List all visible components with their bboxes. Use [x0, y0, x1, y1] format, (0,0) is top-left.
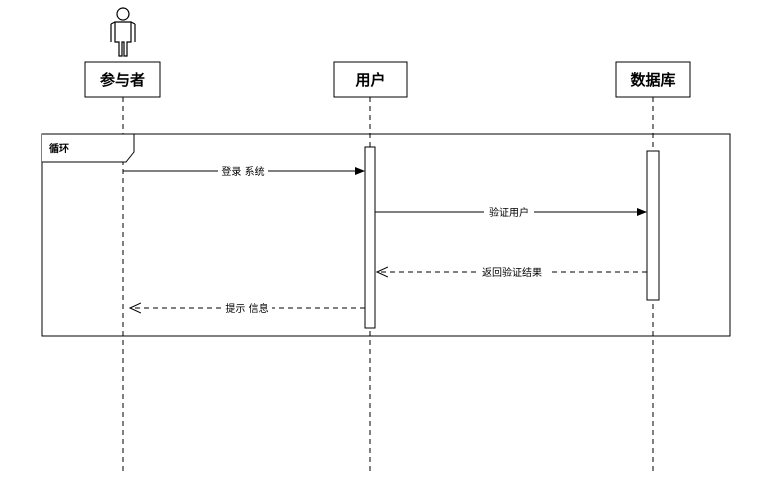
message-label-login: 登录 系统 — [221, 165, 264, 178]
participant-box-user — [333, 61, 408, 98]
loop-fragment — [41, 133, 731, 337]
participant-box-actor — [84, 61, 161, 98]
message-label-bg-return — [476, 265, 548, 279]
message-label-verify: 验证用户 — [489, 206, 529, 219]
message-label-bg-verify — [484, 205, 534, 219]
message-label-bg-login — [218, 164, 268, 178]
message-label-return: 返回验证结果 — [482, 266, 542, 279]
loop-fragment-tab — [42, 133, 135, 163]
actor-icon — [110, 7, 136, 57]
loop-fragment-label: 循环 — [49, 142, 69, 155]
participant-label-user: 用户 — [355, 71, 385, 89]
message-label-bg-prompt — [222, 301, 272, 315]
message-label-prompt: 提示 信息 — [225, 302, 268, 315]
activation-user — [364, 146, 376, 329]
participant-label-db: 数据库 — [630, 71, 675, 89]
participant-box-db — [615, 61, 691, 98]
activation-db — [646, 150, 660, 301]
participant-label-actor: 参与者 — [100, 71, 145, 89]
